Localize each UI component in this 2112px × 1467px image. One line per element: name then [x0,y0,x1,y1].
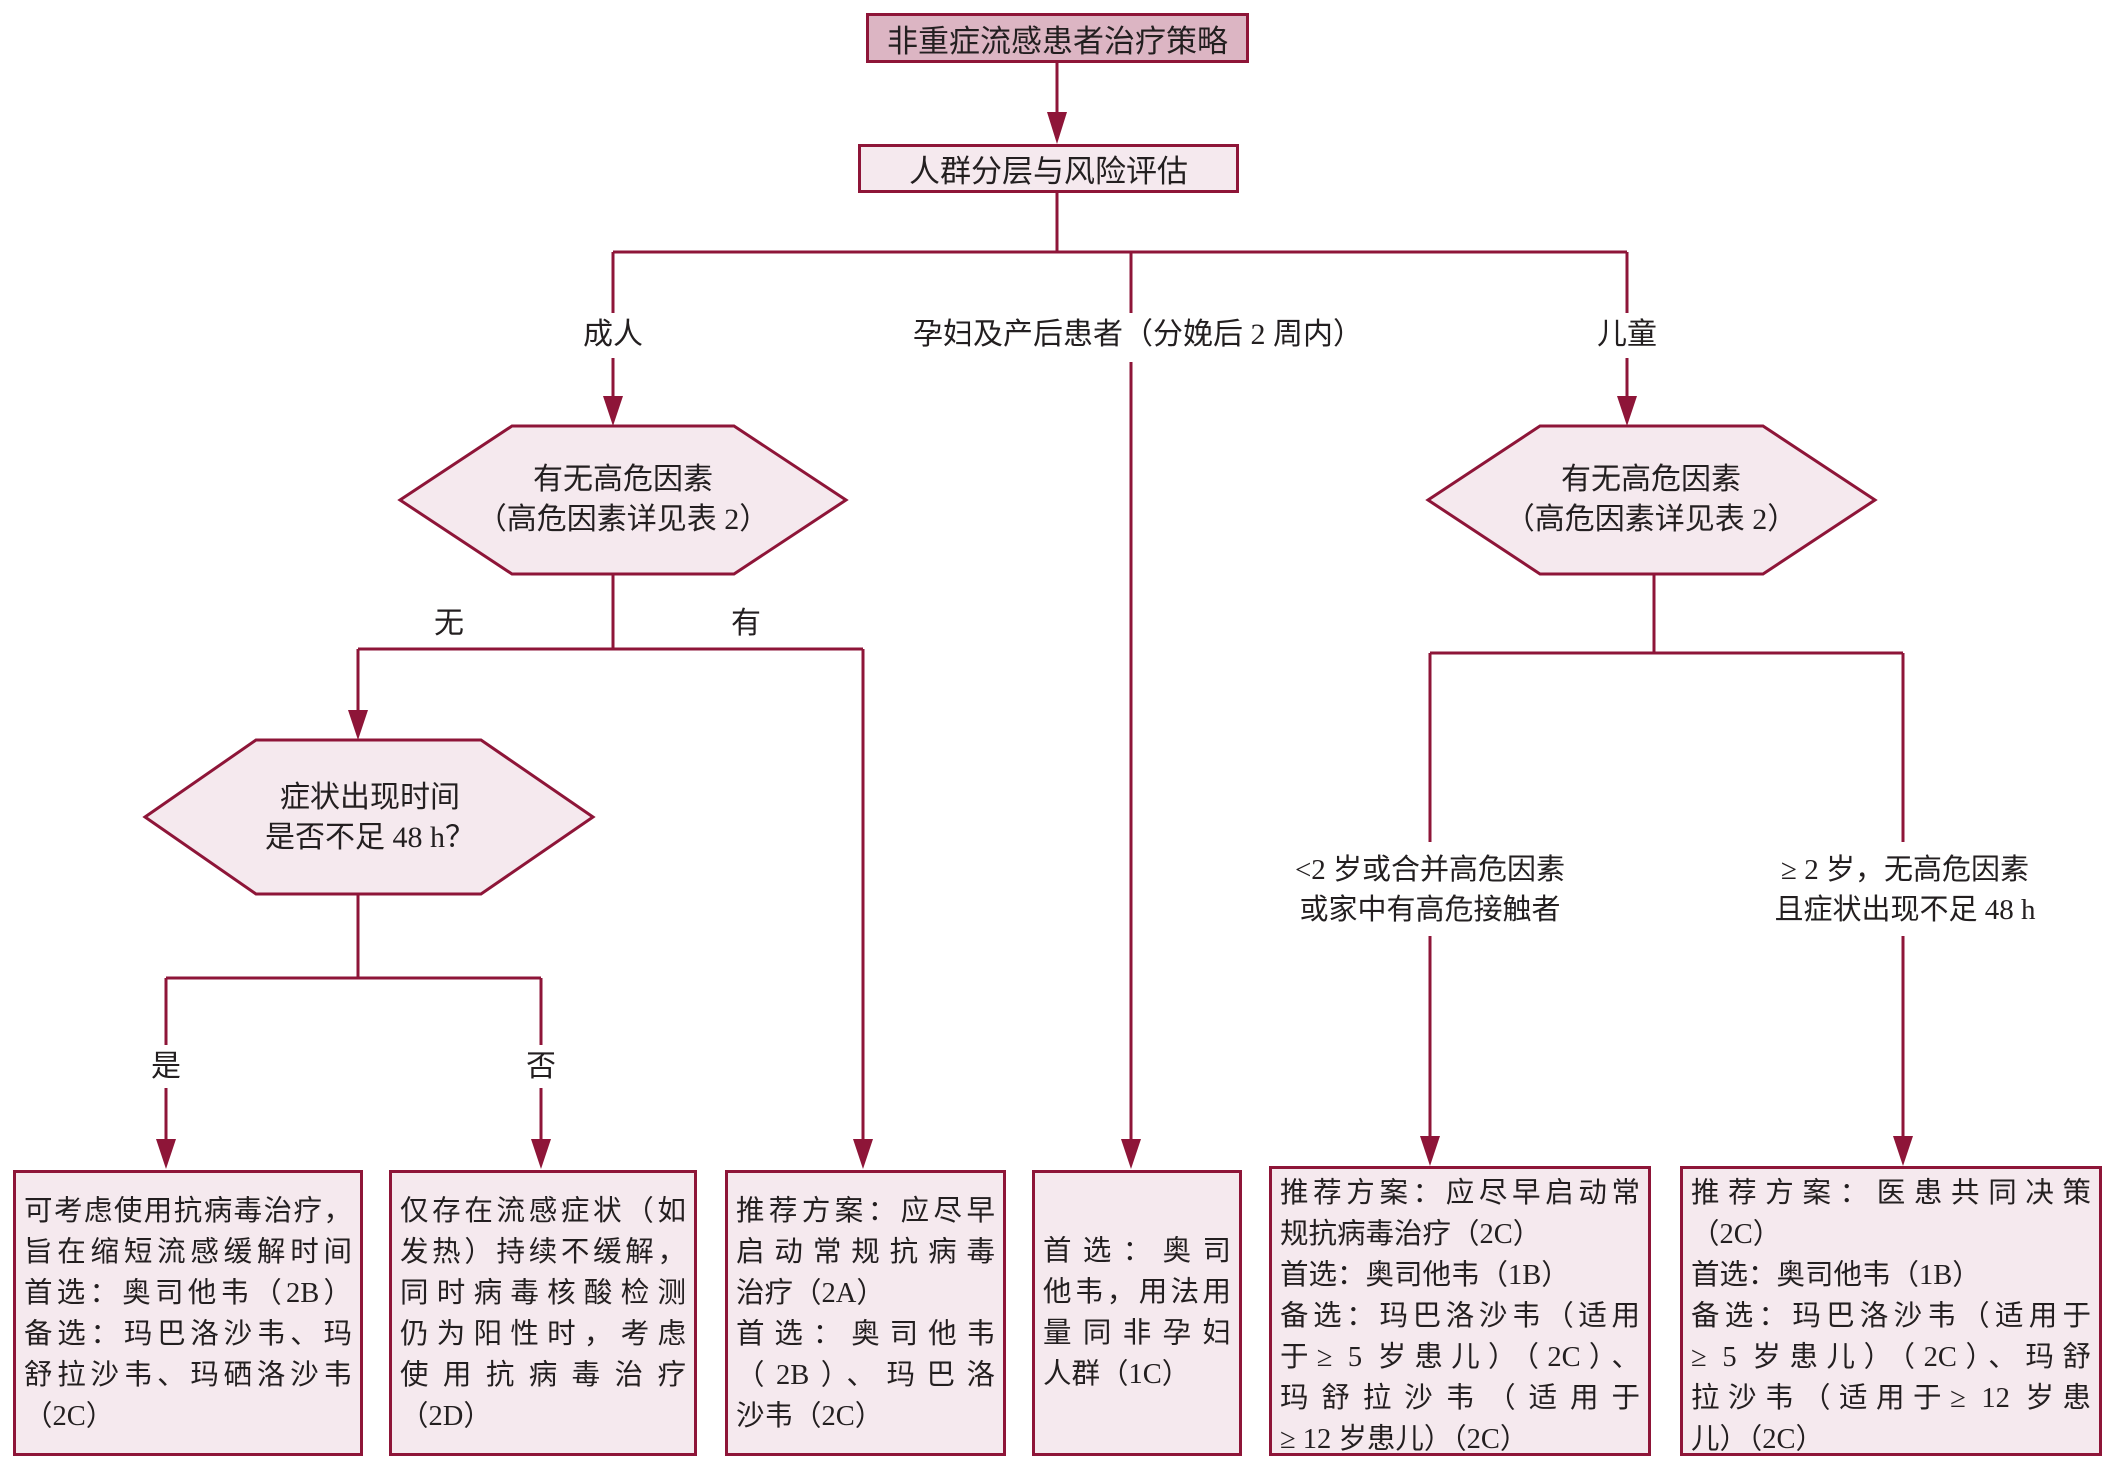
outcome-line: 首选：奥司他韦（1B） [1691,1260,1981,1291]
arrowhead [531,1139,551,1169]
outcome-line: 人群（1C） [1043,1359,1191,1390]
assessment-box: 人群分层与风险评估 [858,144,1239,193]
outcome-line: 发热）持续不缓解， [400,1237,686,1268]
arrowhead [1893,1136,1913,1166]
decision-line: 有无高危因素 [533,463,713,496]
branch-label-has-risk: 有 [727,604,765,644]
adult-risk-decision-shape [397,424,849,576]
arrowhead [1617,396,1637,426]
outcome-box-adult-with-risk: 推荐方案：应尽早 启动常规抗病毒 治疗（2A） 首选：奥司他韦 （2B）、玛巴洛… [725,1170,1006,1456]
outcome-line: 备选：玛巴洛沙韦（适用于 [1691,1301,2091,1332]
outcome-box-adult-no-risk-early: 可考虑使用抗病毒治疗， 旨在缩短流感缓解时间 首选：奥司他韦（2B） 备选：玛巴… [13,1170,363,1456]
outcome-line: 可考虑使用抗病毒治疗， [24,1196,352,1227]
title-box: 非重症流感患者治疗策略 [866,13,1249,63]
outcome-line: 舒拉沙韦、玛硒洛沙韦 [24,1360,352,1391]
decision-line: （高危因素详见表 2） [1504,503,1798,536]
outcome-line: 量同非孕妇 [1043,1318,1231,1349]
outcome-line: 沙韦（2C） [736,1401,884,1432]
outcome-box-adult-no-risk-late: 仅存在流感症状（如 发热）持续不缓解， 同时病毒核酸检测 仍为阳性时，考虑 使用… [389,1170,697,1456]
outcome-box-child-high-risk: 推荐方案：应尽早启动常 规抗病毒治疗（2C） 首选：奥司他韦（1B） 备选：玛巴… [1269,1166,1651,1456]
outcome-line: 同时病毒核酸检测 [400,1278,686,1309]
outcome-line: （2D） [400,1401,492,1432]
outcome-line: ≥ 12 岁患儿）（2C） [1280,1424,1529,1455]
group-label-child: 儿童 [1593,315,1661,355]
branch-label-no-risk: 无 [430,604,468,644]
symptom-decision-text: 症状出现时间 是否不足 48 h？ [265,778,475,858]
outcome-line: 备选：玛巴洛沙韦（适用 [1280,1301,1640,1332]
outcome-line: 仅存在流感症状（如 [400,1196,686,1227]
arrowhead [603,396,623,426]
adult-risk-decision-text: 有无高危因素 （高危因素详见表 2） [477,460,770,540]
arrowhead [853,1139,873,1169]
group-label-adult: 成人 [579,315,647,355]
outcome-line: （2C） [1691,1219,1782,1250]
title-text: 非重症流感患者治疗策略 [887,23,1228,59]
outcome-line: 推荐方案：医患共同决策 [1691,1178,2091,1209]
outcome-line: 启动常规抗病毒 [736,1237,995,1268]
outcome-line: 治疗（2A） [736,1278,885,1309]
outcome-line: （2C） [24,1401,115,1432]
arrowhead [1420,1136,1440,1166]
outcome-line: 儿）（2C） [1691,1424,1825,1455]
child-risk-decision-shape [1425,424,1878,576]
outcome-box-pregnant: 首选：奥司 他韦，用法用 量同非孕妇 人群（1C） [1032,1170,1242,1456]
arrowhead [1121,1139,1141,1169]
outcome-line: 旨在缩短流感缓解时间 [24,1237,352,1268]
outcome-box-child-low-risk: 推荐方案：医患共同决策 （2C） 首选：奥司他韦（1B） 备选：玛巴洛沙韦（适用… [1680,1166,2102,1456]
symptom-decision-shape [142,738,596,896]
outcome-line: 推荐方案：应尽早启动常 [1280,1178,1640,1209]
group-label-pregnant: 孕妇及产后患者（分娩后 2 周内） [909,315,1367,355]
condition-line: 或家中有高危接触者 [1299,894,1561,926]
condition-line: 且症状出现不足 48 h [1774,894,2036,926]
outcome-line: 备选：玛巴洛沙韦、玛 [24,1319,352,1350]
arrowhead [348,710,368,740]
outcome-line: 规抗病毒治疗（2C） [1280,1219,1542,1250]
outcome-line: 推荐方案：应尽早 [736,1196,995,1227]
condition-line: ≥ 2 岁，无高危因素 [1781,854,2029,886]
branch-label-yes: 是 [147,1047,185,1087]
condition-line: <2 岁或合并高危因素 [1294,854,1566,886]
arrowhead [156,1139,176,1169]
branch-label-no: 否 [522,1047,560,1087]
outcome-line: 首选：奥司他韦（2B） [24,1278,352,1309]
arrowhead [1047,112,1067,144]
decision-line: 症状出现时间 [280,781,460,814]
outcome-line: 玛舒拉沙韦（适用于 [1280,1383,1640,1414]
decision-line: 是否不足 48 h？ [265,821,475,854]
decision-line: （高危因素详见表 2） [476,503,770,536]
outcome-line: 首选：奥司他韦 [736,1319,995,1350]
assessment-text: 人群分层与风险评估 [909,154,1188,189]
child-risk-decision-text: 有无高危因素 （高危因素详见表 2） [1505,460,1798,540]
outcome-line: 首选：奥司他韦（1B） [1280,1260,1570,1291]
outcome-line: ≥ 5 岁患儿）（2C）、玛舒 [1691,1342,2091,1373]
outcome-line: 首选：奥司 [1043,1236,1231,1267]
decision-line: 有无高危因素 [1561,463,1741,496]
outcome-line: 仍为阳性时，考虑 [400,1319,686,1350]
child-condition-low-risk: ≥ 2 岁，无高危因素 且症状出现不足 48 h [1774,850,2035,930]
outcome-line: 于≥ 5 岁患儿）（2C）、 [1280,1342,1640,1373]
outcome-line: 拉沙韦（适用于≥ 12 岁患 [1691,1383,2091,1414]
outcome-line: 他韦，用法用 [1043,1277,1231,1308]
outcome-line: 使用抗病毒治疗 [400,1360,686,1391]
outcome-line: （2B）、玛巴洛 [736,1360,995,1391]
child-condition-high-risk: <2 岁或合并高危因素 或家中有高危接触者 [1295,850,1565,930]
